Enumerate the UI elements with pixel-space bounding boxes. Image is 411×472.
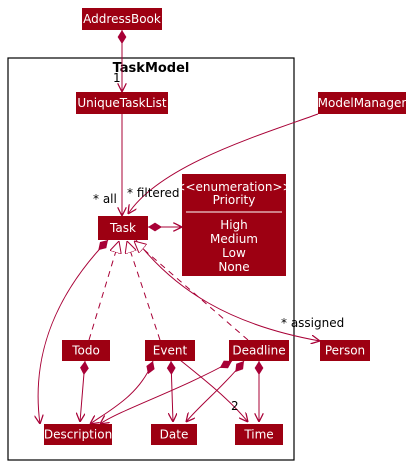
node-description-label: Description [44,428,112,442]
edge-deadline-date [186,360,245,422]
priority-stereotype: <<enumeration>> [175,180,292,194]
label-all: * all [93,192,117,206]
package-title: TaskModel [113,61,190,76]
node-deadline[interactable]: Deadline [229,340,289,361]
node-deadline-label: Deadline [232,344,285,358]
node-event[interactable]: Event [145,340,195,361]
edge-event-task [127,241,161,341]
edges [38,30,320,424]
node-person[interactable]: Person [320,340,370,361]
node-description[interactable]: Description [44,424,112,445]
label-assigned: * assigned [281,316,344,330]
priority-value: Medium [210,232,258,246]
node-time-label: Time [243,428,273,442]
node-modelmanager-label: ModelManager [318,96,407,110]
priority-value: Low [222,246,246,260]
node-priority-enum[interactable]: <<enumeration>> Priority High Medium Low… [175,174,293,276]
node-event-label: Event [153,344,188,358]
edge-task-person [135,239,320,341]
priority-value: None [218,260,249,274]
node-modelmanager[interactable]: ModelManager [318,92,407,114]
node-time[interactable]: Time [235,424,283,445]
node-addressbook-label: AddressBook [83,12,161,26]
priority-value: High [220,218,248,232]
edge-event-date [171,360,173,422]
node-uniquetasklist-label: UniqueTaskList [77,96,166,110]
node-uniquetasklist[interactable]: UniqueTaskList [76,92,168,114]
node-person-label: Person [325,344,365,358]
node-date-label: Date [160,428,189,442]
edge-todo-description [80,360,85,422]
priority-name: Priority [213,193,256,207]
edge-task-description [38,239,109,424]
node-task[interactable]: Task [98,216,148,240]
edge-modelmanager-task [128,113,319,214]
edge-event-description [90,360,153,424]
node-todo-label: Todo [71,344,100,358]
node-task-label: Task [109,221,136,235]
node-addressbook[interactable]: AddressBook [82,8,162,30]
label-filtered: * filtered [127,186,179,200]
edge-deadline-description [100,360,233,424]
package-taskmodel: TaskModel [7,57,295,461]
label-ab-multiplicity: 1 [113,71,121,85]
node-date[interactable]: Date [151,424,197,445]
edge-deadline-task [134,241,249,341]
label-time-multiplicity: 2 [231,399,239,413]
edge-labels: 1 * all * filtered * assigned 2 [93,71,344,413]
node-todo[interactable]: Todo [62,340,110,361]
